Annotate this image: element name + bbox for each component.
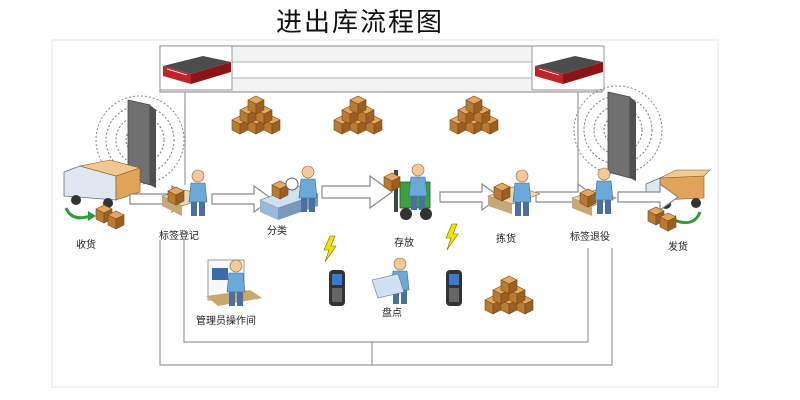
label-tag-return: 标签退役 [570, 232, 610, 243]
forklift-icon [383, 163, 432, 220]
handheld-terminal-icon [323, 235, 345, 306]
label-inventory: 盘点 [382, 308, 402, 319]
label-tag-register: 标签登记 [159, 231, 199, 242]
top-conveyor [159, 45, 603, 185]
pick-station [487, 169, 541, 217]
label-receive: 收货 [76, 240, 96, 251]
sort-station [259, 165, 319, 220]
label-store: 存放 [394, 238, 414, 249]
rfid-antenna-icon [95, 95, 185, 188]
box-stack-icon [334, 96, 382, 134]
tag-register-station [161, 169, 208, 217]
label-pick: 拣货 [496, 234, 516, 245]
delivery-truck-icon [63, 159, 142, 230]
diagram-title: 进出库流程图 [275, 8, 444, 38]
admin-desk [206, 259, 262, 307]
rfid-reader-right [531, 45, 605, 91]
tag-return-station [571, 167, 617, 216]
box-stack-icon [485, 276, 533, 314]
label-admin: 管理员操作间 [196, 316, 256, 327]
label-sort: 分类 [267, 226, 287, 237]
inventory-worker [371, 257, 410, 305]
box-stack-icon [450, 96, 498, 134]
rfid-antenna-icon [573, 85, 663, 181]
label-ship: 发货 [668, 242, 688, 253]
rfid-reader-left [159, 45, 233, 91]
handheld-terminal-icon [445, 223, 462, 306]
box-stack-icon [232, 96, 280, 134]
bottom-conveyor [159, 240, 613, 366]
flow-arrow-icon [321, 174, 394, 210]
